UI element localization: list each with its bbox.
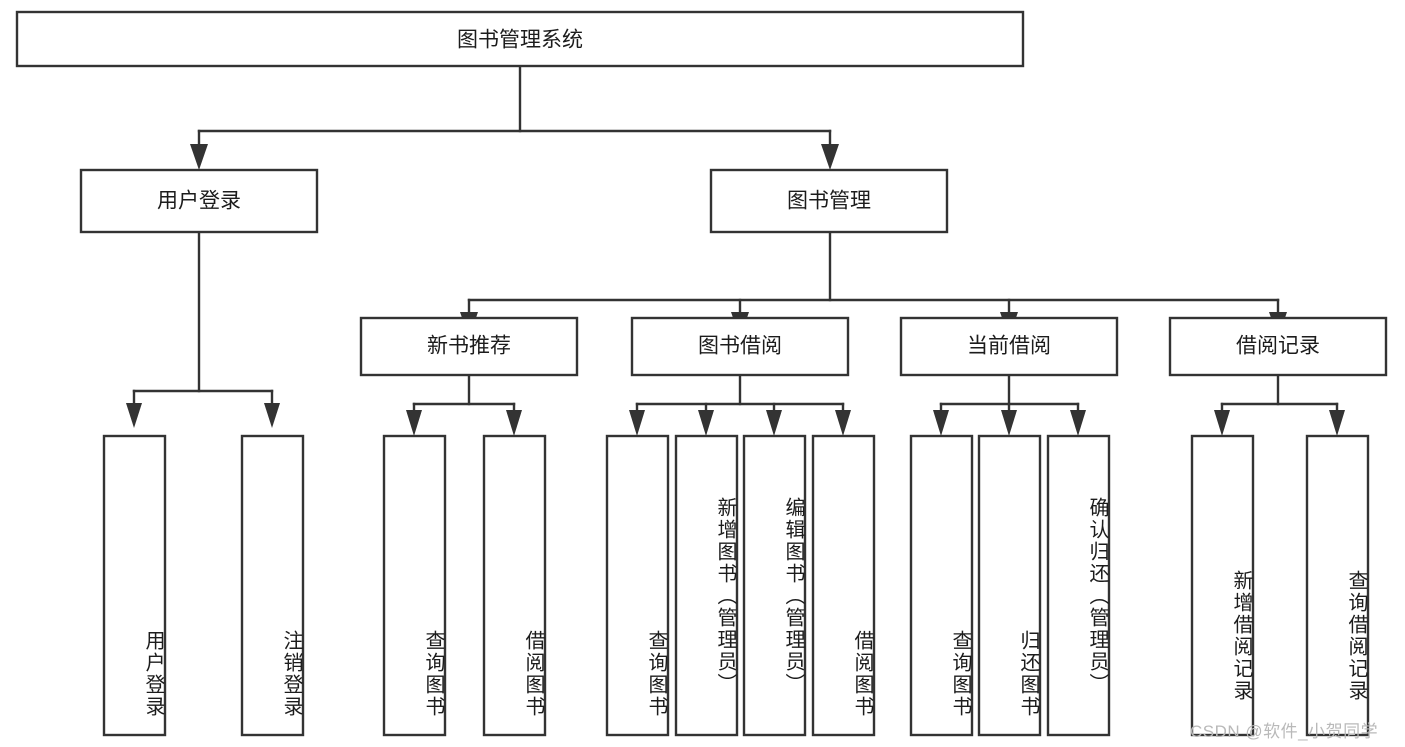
node-user-login-box[interactable] (79, 168, 319, 234)
leaf-box-new-book-1[interactable] (382, 434, 447, 737)
node-book-borrow-label: 图书借阅 (698, 335, 782, 358)
arrow-book-borrow-leaf-2 (698, 410, 714, 436)
arrow-current-borrow-leaf-1 (933, 410, 949, 436)
arrow-borrow-record-leaf-1 (1214, 410, 1230, 436)
arrow-new-book-leaf-1 (406, 410, 422, 436)
leaf-box-borrow-record-2[interactable] (1305, 434, 1370, 737)
csdn-watermark: CSDN @软件_小贺同学 (1190, 722, 1379, 741)
leaf-box-current-borrow-1[interactable] (909, 434, 974, 737)
arrow-current-borrow-leaf-2 (1001, 410, 1017, 436)
arrow-user-login-leaf-1 (126, 403, 142, 428)
connector-group-borrow-record (1214, 373, 1345, 436)
node-book-manage-label: 图书管理 (787, 190, 871, 213)
node-borrow-record-box[interactable] (1168, 316, 1388, 377)
arrow-book-borrow-leaf-3 (766, 410, 782, 436)
arrow-new-book-leaf-2 (506, 410, 522, 436)
connector-group-current-borrow (933, 373, 1086, 436)
arrow-root-to-user-login (190, 144, 208, 170)
connector-group-user-login (126, 230, 280, 428)
node-new-book-recommend-box[interactable] (359, 316, 579, 377)
leaf-box-user-login-2[interactable] (240, 434, 305, 737)
connector-group-book-manage (460, 230, 1287, 338)
connector-group-root (190, 64, 839, 170)
node-book-manage-box[interactable] (709, 168, 949, 234)
arrow-user-login-leaf-2 (264, 403, 280, 428)
node-book-borrow-box[interactable] (630, 316, 850, 377)
node-new-book-recommend-label: 新书推荐 (427, 335, 511, 358)
arrow-current-borrow-leaf-3 (1070, 410, 1086, 436)
node-borrow-record-label: 借阅记录 (1236, 335, 1320, 358)
node-user-login-label: 用户登录 (157, 190, 241, 213)
leaf-box-book-borrow-1[interactable] (605, 434, 670, 737)
node-root-label: 图书管理系统 (457, 29, 583, 52)
connector-group-book-borrow (629, 373, 851, 436)
leaf-box-book-borrow-2[interactable] (674, 434, 739, 737)
leaf-box-book-borrow-4[interactable] (811, 434, 876, 737)
arrow-book-borrow-leaf-1 (629, 410, 645, 436)
arrow-book-borrow-leaf-4 (835, 410, 851, 436)
leaf-box-user-login-1[interactable] (102, 434, 167, 737)
arrow-borrow-record-leaf-2 (1329, 410, 1345, 436)
leaf-box-borrow-record-1[interactable] (1190, 434, 1255, 737)
node-current-borrow-label: 当前借阅 (967, 335, 1051, 358)
leaf-box-new-book-2[interactable] (482, 434, 547, 737)
leaf-box-current-borrow-3[interactable] (1046, 434, 1111, 737)
connector-group-new-book (406, 373, 522, 436)
arrow-root-to-book-manage (821, 144, 839, 170)
leaf-box-book-borrow-3[interactable] (742, 434, 807, 737)
node-root-box[interactable] (15, 10, 1025, 68)
leaf-box-current-borrow-2[interactable] (977, 434, 1042, 737)
node-current-borrow-box[interactable] (899, 316, 1119, 377)
